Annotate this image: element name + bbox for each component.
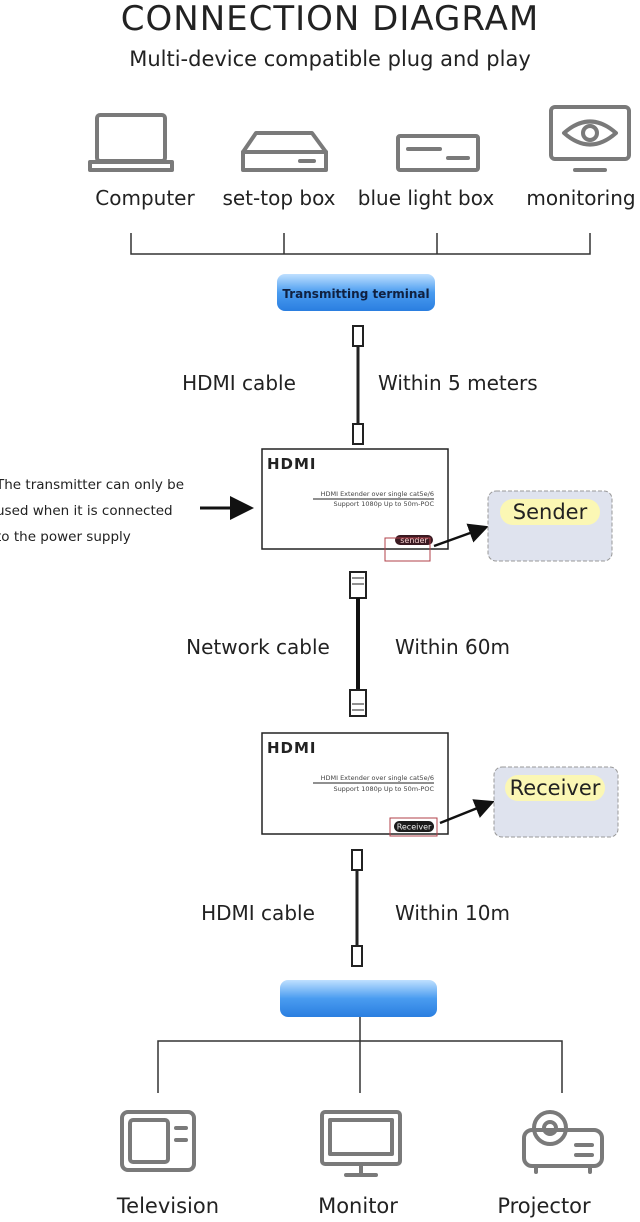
receiver-callout-label: Receiver — [510, 776, 601, 800]
source-label-computer: Computer — [95, 186, 195, 210]
hdmi-cable-out-label: HDMI cable — [201, 901, 315, 925]
source-bracket — [130, 233, 591, 255]
receiver-callout-arrow — [439, 799, 495, 825]
network-cable-distance: Within 60m — [395, 635, 510, 659]
receiver-unit: HDMI HDMI Extender over single cat5e/6 S… — [261, 732, 449, 837]
page-subtitle: Multi-device compatible plug and play — [129, 47, 531, 71]
sender-callout: Sender — [487, 490, 613, 562]
sender-unit: HDMI HDMI Extender over single cat5e/6 S… — [261, 448, 449, 562]
hdmi-cable-distance: Within 5 meters — [378, 371, 538, 395]
receiving-terminal — [280, 980, 437, 1017]
source-label-blue-light-box: blue light box — [358, 186, 495, 210]
hdmi-logo: HDMI — [267, 455, 317, 473]
sender-spec-line-2: Support 1080p Up to 50m-POC — [333, 500, 434, 508]
hdmi-cable-icon — [351, 849, 363, 967]
transmitting-terminal: Transmitting terminal — [277, 274, 435, 311]
output-bracket — [157, 1017, 563, 1093]
receiver-spec-line-1: HDMI Extender over single cat5e/6 — [321, 774, 434, 782]
power-note-line-1: The transmitter can only be — [0, 477, 184, 493]
surveillance-eye-icon — [549, 105, 631, 172]
projector-icon — [522, 1110, 604, 1174]
source-label-monitoring: monitoring — [526, 186, 635, 210]
network-cable-icon — [349, 571, 367, 717]
television-icon — [120, 1110, 196, 1172]
output-label-monitor: Monitor — [318, 1194, 398, 1218]
sender-spec-line-1: HDMI Extender over single cat5e/6 — [321, 490, 434, 498]
output-label-television: Television — [116, 1194, 219, 1218]
sender-callout-arrow — [433, 523, 489, 548]
network-cable-label: Network cable — [186, 635, 330, 659]
hdmi-logo: HDMI — [267, 739, 317, 757]
receiver-badge: Receiver — [397, 823, 432, 832]
output-label-projector: Projector — [497, 1194, 591, 1218]
sender-badge: sender — [400, 536, 428, 545]
monitor-icon — [320, 1110, 402, 1177]
hdmi-cable-out-distance: Within 10m — [395, 901, 510, 925]
laptop-icon — [88, 113, 174, 172]
transmitting-terminal-label: Transmitting terminal — [282, 287, 429, 301]
power-note-line-3: to the power supply — [0, 529, 131, 545]
receiver-callout: Receiver — [493, 766, 619, 838]
page-title: CONNECTION DIAGRAM — [121, 0, 539, 39]
source-label-set-top-box: set-top box — [222, 186, 335, 210]
hdmi-cable-label: HDMI cable — [182, 371, 296, 395]
blu-ray-player-icon — [396, 134, 480, 172]
hdmi-cable-icon — [352, 325, 364, 445]
receiver-spec-line-2: Support 1080p Up to 50m-POC — [333, 785, 434, 793]
power-note-line-2: used when it is connected — [0, 503, 173, 519]
set-top-box-icon — [241, 131, 328, 172]
sender-callout-label: Sender — [513, 500, 588, 524]
